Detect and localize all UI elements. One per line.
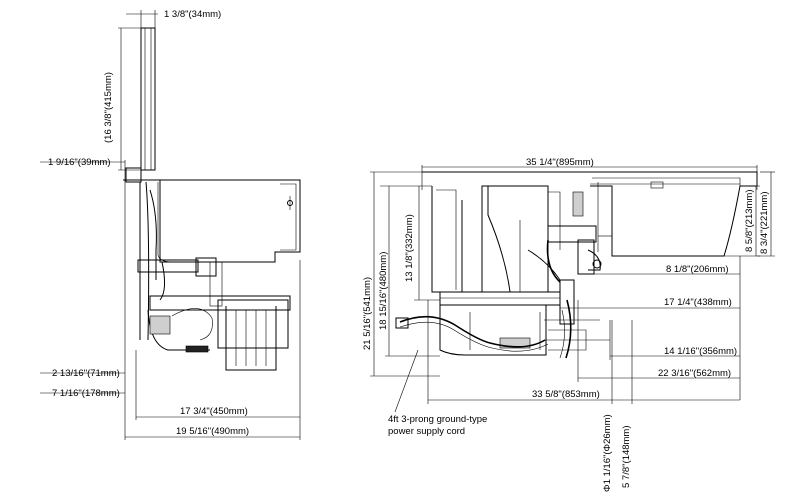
- height-total-label: 21 5/16"(541mm): [362, 277, 373, 350]
- left-dimensions: [40, 10, 301, 440]
- width-853-label: 33 5/8"(853mm): [532, 389, 600, 400]
- sink-depth-label: 8 5/8"(213mm): [744, 189, 755, 252]
- drain-offset-label: 8 1/8"(206mm): [666, 264, 729, 275]
- disposer-body: [137, 181, 291, 371]
- width-438-label: 17 1/4"(438mm): [664, 297, 732, 308]
- lid-height-label: (16 3/8"(415mm): [103, 72, 114, 143]
- body-height-label: 7 1/16"(178mm): [52, 388, 120, 399]
- right-dimensions: [370, 165, 775, 404]
- base-tank: [439, 305, 610, 356]
- power-cord: [394, 315, 549, 413]
- width-356-label: 14 1/16"(356mm): [664, 346, 737, 357]
- sink-basin: [422, 171, 758, 257]
- cord-note-line2: power supply cord: [388, 426, 465, 437]
- rim-offset-label: 1 9/16"(39mm): [48, 157, 111, 168]
- width-562-label: 22 3/16"(562mm): [658, 368, 731, 379]
- disposer-housing: [431, 185, 602, 359]
- right-front-view: [370, 165, 775, 413]
- sink-depth-total-label: 8 3/4"(221mm): [759, 191, 770, 254]
- cord-note-line1: 4ft 3-prong ground-type: [388, 414, 487, 425]
- lid-thickness-label: 1 3/8"(34mm): [164, 9, 221, 20]
- height-mid-label: 18 15/16"(480mm): [378, 252, 389, 330]
- left-side-view: [40, 10, 301, 440]
- height-unit-label: 13 1/8"(332mm): [404, 214, 415, 282]
- total-width-label: 35 1/4"(895mm): [526, 157, 594, 168]
- inner-depth-label: 17 3/4"(450mm): [180, 406, 248, 417]
- sink-tub: [123, 179, 301, 263]
- low-offset-label: 2 13/16"(71mm): [52, 368, 120, 379]
- lid-panel: [125, 27, 156, 183]
- pipe-height-label: 5 7/8"(148mm): [621, 425, 632, 488]
- total-depth-label: 19 5/16"(490mm): [176, 426, 249, 437]
- pipe-diameter-label: Φ1 1/16"(Φ26mm): [602, 414, 613, 492]
